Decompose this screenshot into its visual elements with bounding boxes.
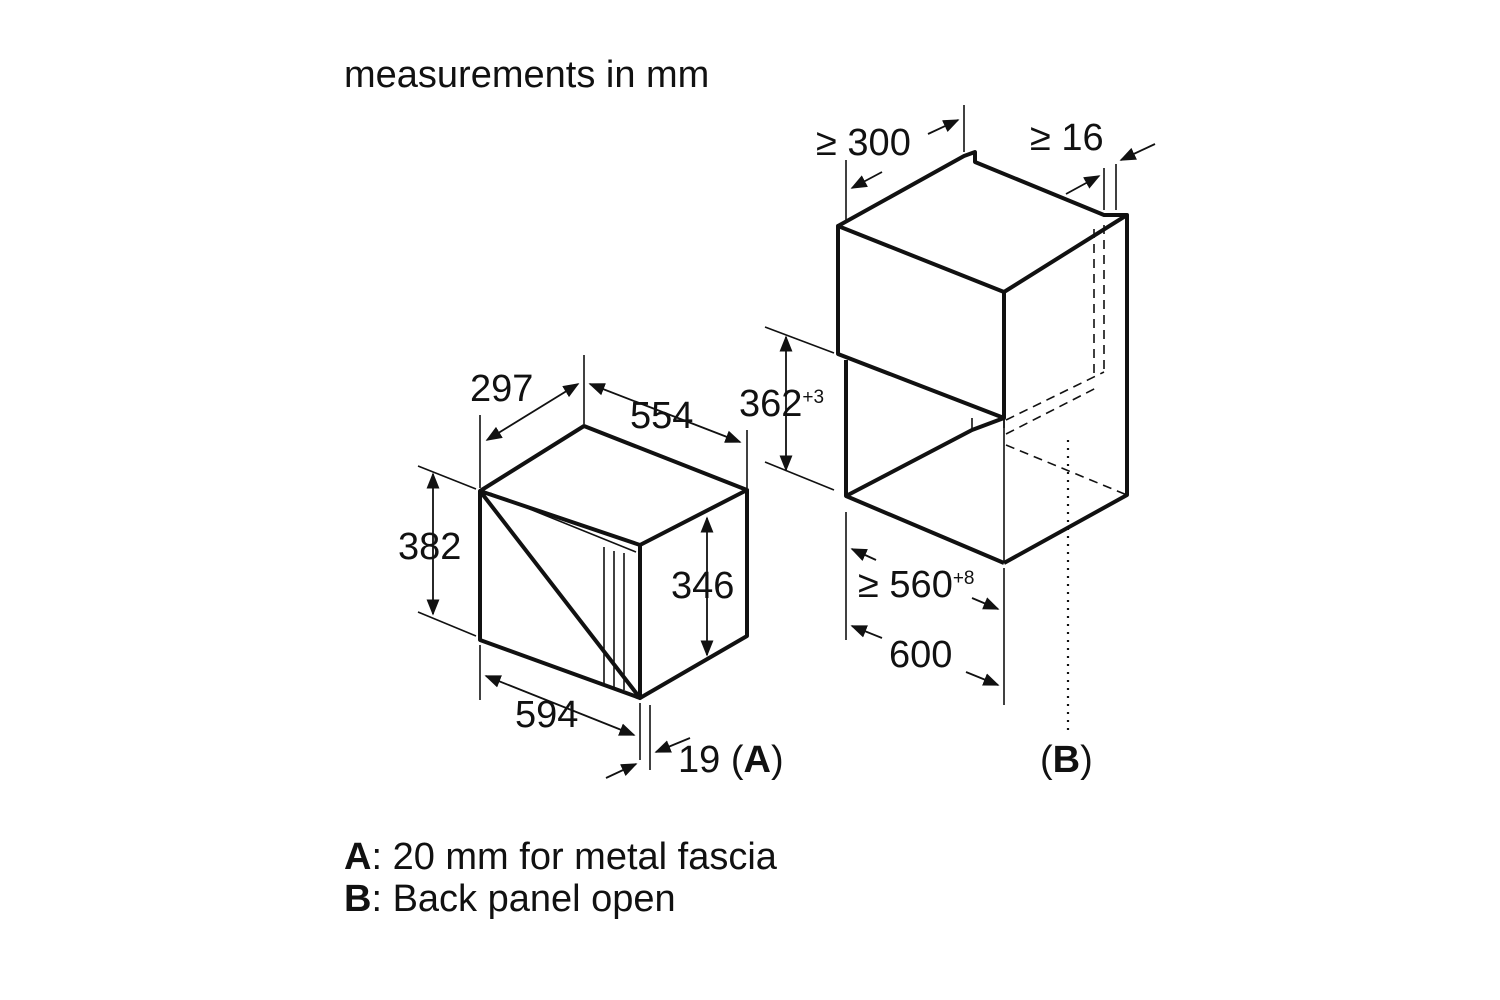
measurements-title: measurements in mm [344,54,710,96]
label-door-height-346: 346 [671,565,734,607]
label-min-width-560: ≥ 560+8 [858,564,975,606]
cabinet-side [1003,215,1129,565]
label-min-gap-16: ≥ 16 [1030,117,1104,159]
label-ref-b: (B) [1040,739,1093,781]
label-depth-554: 554 [630,395,693,437]
legend: A: 20 mm for metal fascia B: Back panel … [344,836,777,920]
appliance-labels: 297 554 382 346 594 19 (A) [398,368,784,781]
cabinet-upper-front [836,224,1006,420]
legend-item-b: B: Back panel open [344,878,676,920]
legend-item-a: A: 20 mm for metal fascia [344,836,777,878]
label-width-594: 594 [515,694,578,736]
appliance-drawing [478,424,749,700]
label-cabinet-width-600: 600 [889,634,952,676]
appliance-side [638,490,749,700]
appliance-dimensions [417,355,748,779]
niche-opening [844,360,1005,565]
cabinet-labels: ≥ 300 ≥ 16 362+3 ≥ 560+8 600 (B) [739,117,1104,781]
label-min-depth-300: ≥ 300 [816,122,911,164]
label-front-19: 19 (A) [678,739,784,781]
appliance-top [478,424,749,547]
appliance-front [478,489,642,700]
cabinet-drawing [836,150,1129,735]
label-height-382: 382 [398,526,461,568]
label-niche-height-362: 362+3 [739,383,824,425]
label-depth-297: 297 [470,368,533,410]
cabinet-dimensions [764,105,1156,705]
